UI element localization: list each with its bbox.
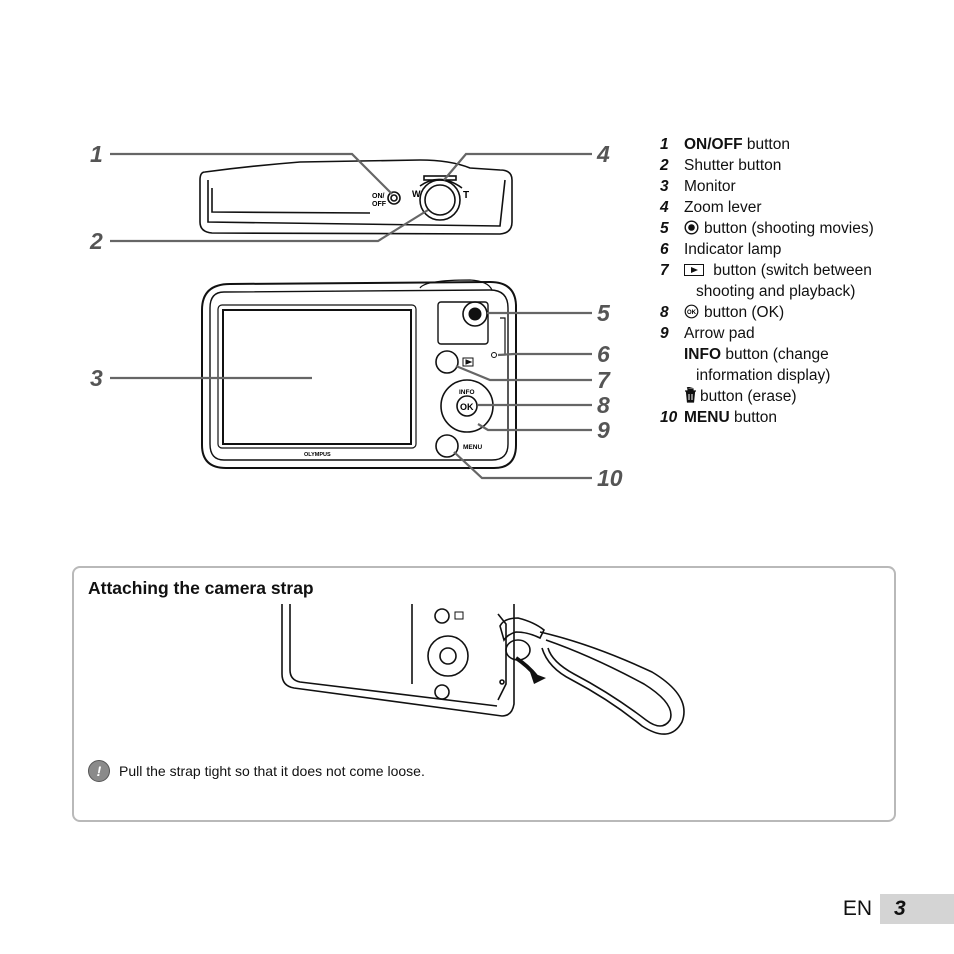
page-number: 3 [880,894,954,924]
caution-icon: ! [88,760,110,782]
legend-item-4: 4 Zoom lever [660,199,762,216]
legend-item-7: 7 button (switch between [660,262,872,279]
strap-illustration [281,604,685,735]
callout-5: 5 [597,300,611,326]
legend-item-5: 5 button (shooting movies) [660,220,874,237]
strap-note: ! Pull the strap tight so that it does n… [88,760,425,782]
parts-legend: 1 ON/OFF button 2 Shutter button 3 Monit… [660,134,950,428]
legend-item-6: 6 Indicator lamp [660,241,782,258]
playback-icon [684,264,704,276]
ok-icon: OK [684,304,699,319]
t-marking: T [463,190,469,201]
legend-item-info-cont: information display) [696,367,831,384]
strap-note-text: Pull the strap tight so that it does not… [119,763,425,779]
onoff-marking-2: OFF [372,201,387,208]
camera-back-view [201,279,517,469]
legend-item-erase: button (erase) [660,386,950,407]
legend-item-9: 9 Arrow pad [660,325,755,342]
legend-item-3: 3 Monitor [660,178,736,195]
ok-marking: OK [460,402,474,412]
onoff-marking: ON/ [372,193,385,200]
info-marking: INFO [459,389,475,396]
leader-lines [110,152,592,480]
language-code: EN [842,897,872,920]
trash-icon [685,387,696,403]
legend-item-7-cont: shooting and playback) [696,283,856,300]
callout-1: 1 [90,141,103,167]
callout-3: 3 [90,365,103,391]
legend-item-10: 10 MENU button [660,409,778,426]
callout-4: 4 [596,141,610,167]
callout-8: 8 [597,392,610,418]
menu-marking: MENU [463,444,482,451]
page-footer: EN 3 [843,894,954,924]
callout-10: 10 [597,465,623,491]
svg-text:OK: OK [687,310,697,316]
camera-top-view [199,159,513,235]
legend-item-info: INFO button (change [684,346,829,363]
callout-9: 9 [597,417,610,443]
movie-record-icon [684,220,699,235]
callout-2: 2 [89,228,103,254]
brand-marking: OLYMPUS [304,452,331,458]
callout-6: 6 [597,341,610,367]
callout-7: 7 [597,367,611,393]
legend-item-2: 2 Shutter button [660,157,782,174]
w-marking: W [412,189,421,199]
legend-item-1: 1 ON/OFF button [660,136,790,153]
strap-section: Attaching the camera strap ! Pull the st… [72,566,896,822]
strap-section-title: Attaching the camera strap [88,578,314,598]
